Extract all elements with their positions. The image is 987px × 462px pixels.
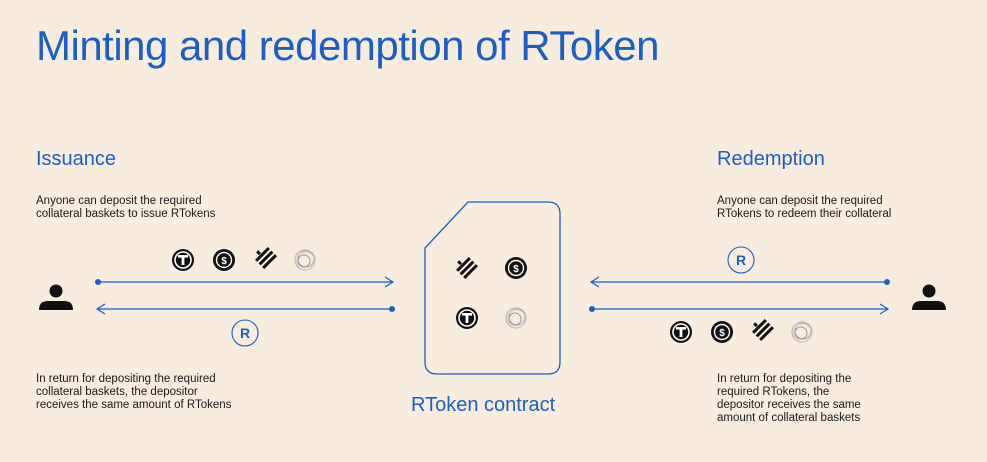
busd-token-icon [452,253,478,279]
pax-token-icon [505,307,527,329]
redemption-top-text: Anyone can deposit the required RTokens … [717,195,892,220]
issuance-top-text: Anyone can deposit the required collater… [36,195,216,220]
tether-token-icon [171,248,195,272]
busd-token-icon [251,243,277,269]
page-title: Minting and redemption of RToken [36,22,659,69]
usdc-token-icon [710,320,734,344]
usdc-token-icon [212,248,236,272]
rtoken-icon [231,319,259,347]
usdc-token-icon [504,256,528,280]
issuance-heading: Issuance [36,148,117,170]
busd-token-icon [748,315,774,341]
pax-token-icon [791,321,813,343]
contract-label: RToken contract [411,394,556,416]
user-icon [39,284,73,310]
redemption-heading: Redemption [717,148,825,170]
redemption-bottom-text: In return for depositing the required RT… [717,373,861,424]
pax-token-icon [294,249,316,271]
rtoken-icon [727,246,755,274]
rtoken-contract-card [424,201,561,375]
tether-token-icon [669,320,693,344]
issuance-bottom-text: In return for depositing the required co… [36,373,232,411]
user-icon [912,284,946,310]
tether-token-icon [455,306,479,330]
